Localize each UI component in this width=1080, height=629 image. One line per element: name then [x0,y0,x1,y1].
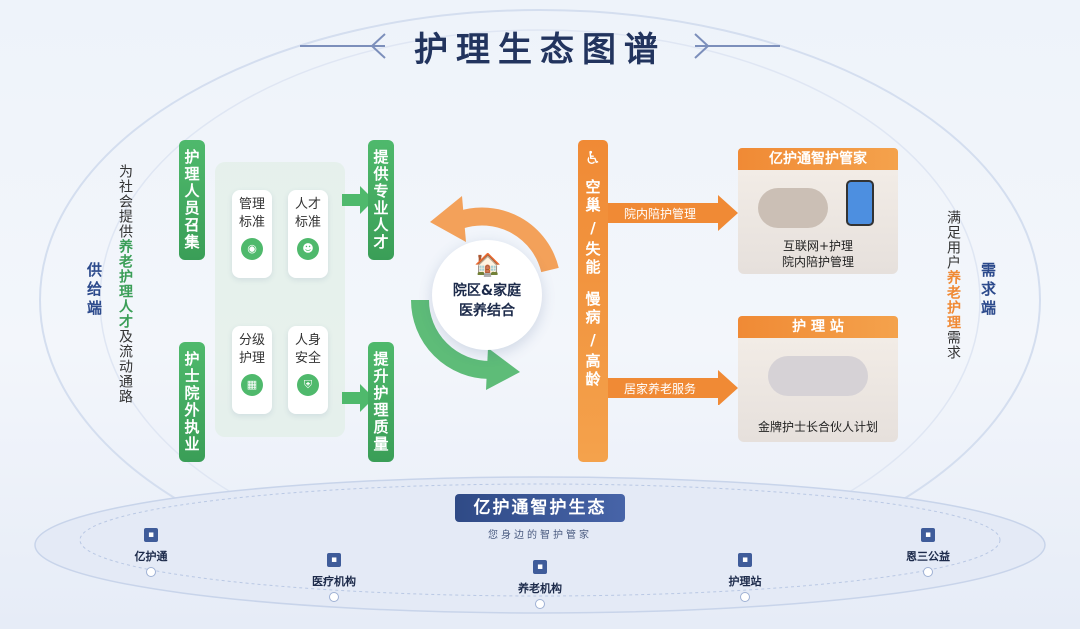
shield-icon: ⛨ [297,374,319,396]
elderly-icon: ♿ [584,148,602,169]
patient-illustration [768,356,868,396]
arrow-right-icon [608,195,738,231]
center-line2: 医养结合 [459,303,515,319]
charity-icon: ▪ [921,528,935,542]
nursing-station-image: 金牌护士长合伙人计划 [738,338,898,442]
pill-improve-quality: 提升护理质量 [368,342,394,462]
cycle-arrows [411,196,559,390]
node-yihutong[interactable]: 亿护通 [134,550,168,563]
green-arrows [342,186,374,412]
building-icon: 🏠 [474,253,502,278]
supply-side-description: 为社会提供养老护理人才及流动通路 [117,164,133,404]
smart-care-box: 亿护通智护管家 互联网+护理 院内陪护管理 [738,148,898,274]
people-illustration [758,188,828,228]
arrow-right-icon [342,186,374,214]
node-nursing-station[interactable]: 护理站 [728,575,762,588]
smart-care-image: 互联网+护理 院内陪护管理 [738,170,898,274]
center-line1: 院区&家庭 [452,283,522,299]
ecosystem-title: 亿护通智护生态 [455,494,625,522]
orange-arrows [608,195,738,405]
arrow-right-icon [608,370,738,405]
page-title: 护理生态图谱 [414,30,666,70]
card-talent-standard: 人才标准 ☻ [288,190,328,278]
smart-care-title: 亿护通智护管家 [738,148,898,170]
node-elderly-institution[interactable]: 养老机构 [518,582,562,595]
hospital-icon: ▪ [327,553,341,567]
pill-nurse-recruit: 护理人员召集 [179,140,205,260]
nursing-station-box: 护 理 站 金牌护士长合伙人计划 [738,316,898,442]
supply-side-label: 供给端 [85,262,103,319]
demand-side-label: 需求端 [979,262,997,319]
card-management-standard: 管理标准 ◉ [232,190,272,278]
node-dot [146,567,156,577]
pill-nurse-outside-practice: 护士院外执业 [179,342,205,462]
orange-demand-bar: ♿ 空巢 / 失能 慢病 / 高龄 [578,140,608,462]
pill-provide-talent: 提供专业人才 [368,140,394,260]
card-personal-safety: 人身安全 ⛨ [288,326,328,414]
node-charity[interactable]: 恩三公益 [906,550,950,563]
arrow-label-inhospital: 院内陪护管理 [624,207,697,221]
arrow-right-icon [342,384,374,412]
node-dot [535,599,545,609]
phone-icon [846,180,874,226]
arrow-label-home: 居家养老服务 [624,382,697,396]
nursing-station-title: 护 理 站 [738,316,898,338]
ecosystem-subtitle: 您身边的智护管家 [488,530,592,541]
nursing-station-icon: ▪ [738,553,752,567]
demand-side-description: 满足用户养老护理需求 [945,210,961,360]
yihutong-icon: ▪ [144,528,158,542]
node-medical-institution[interactable]: 医疗机构 [312,575,356,588]
book-icon: ▦ [241,374,263,396]
people-icon: ☻ [297,238,319,260]
node-dot [329,592,339,602]
center-circle: 🏠 院区&家庭 医养结合 [432,240,542,350]
node-dot [740,592,750,602]
elderly-care-icon: ▪ [533,560,547,574]
card-graded-care: 分级护理 ▦ [232,326,272,414]
node-dot [923,567,933,577]
standard-icon: ◉ [241,238,263,260]
